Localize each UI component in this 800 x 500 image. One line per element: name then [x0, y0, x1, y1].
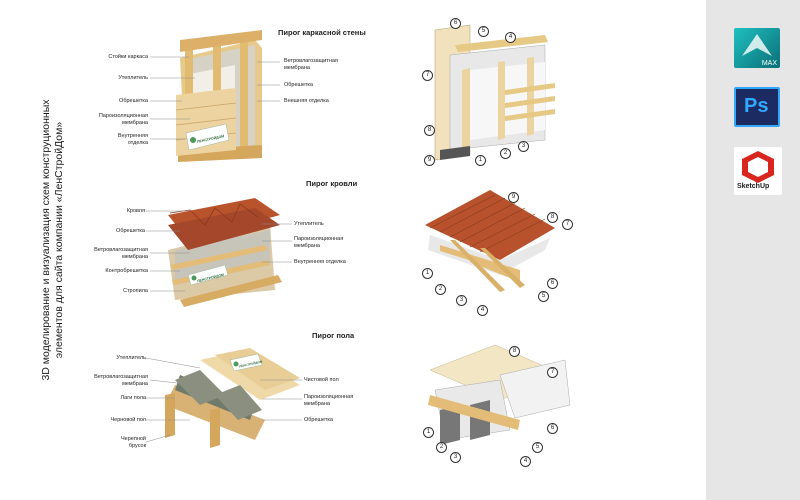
floor-callout-2: 2 [436, 442, 447, 453]
floor-label-battens: Обрешетка [304, 417, 333, 423]
roof-callout-6: 6 [547, 278, 558, 289]
wall-callout-2: 2 [500, 148, 511, 159]
sketchup-text: SketchUp [737, 183, 770, 190]
floor-label-insulation: Утеплитель [116, 355, 146, 361]
wall-label-exterior-finish: Внешняя отделка [284, 98, 329, 104]
wall-callout-9: 9 [424, 155, 435, 166]
floor-callout-5: 5 [532, 442, 543, 453]
roof-label-roofing: Кровля [126, 208, 145, 214]
roof-label-wind-membrane: Ветровлагозащитная мембрана [94, 247, 148, 260]
roof-section-title: Пирог кровли [306, 179, 358, 188]
wall-label-interior-finish: Внутренняя отделка [117, 133, 148, 146]
floor-callout-1: 1 [423, 427, 434, 438]
sketchup-logo: SketchUp [734, 147, 782, 195]
roof-callout-2: 2 [435, 284, 446, 295]
roof-callout-3: 3 [456, 295, 467, 306]
floor-label-finish-floor: Чистовой пол [304, 377, 339, 383]
wall-label-frame-posts: Стойки каркаса [108, 54, 148, 60]
floor-label-cranial-bar: Черепной брусок [121, 436, 146, 449]
photoshop-logo: Ps [734, 87, 780, 127]
roof-label-insulation: Утеплитель [294, 221, 324, 227]
floor-label-joists: Лаги пола [120, 395, 146, 401]
3ds-max-logo: MAX [734, 28, 780, 68]
wall-callout-5: 5 [478, 26, 489, 37]
floor-section-title: Пирог пола [312, 331, 355, 340]
wall-label-insulation: Утеплитель [118, 75, 148, 81]
wall-label-battens: Обрешетка [119, 98, 148, 104]
wall-callout-4: 4 [505, 32, 516, 43]
wall-numbered-drawing [434, 24, 555, 161]
roof-callout-5: 5 [538, 291, 549, 302]
wall-callout-3: 3 [518, 141, 529, 152]
floor-label-wind-membrane: Ветровлагозащитная мембрана [94, 374, 148, 387]
wall-callout-7: 7 [422, 70, 433, 81]
floor-callout-7: 7 [547, 367, 558, 378]
wall-callout-8: 8 [424, 125, 435, 136]
roof-callout-8: 8 [547, 212, 558, 223]
roof-numbered-drawing [425, 190, 555, 292]
roof-label-rafters: Стропила [123, 288, 148, 294]
3ds-max-icon [742, 34, 772, 56]
wall-label-wind-membrane: Ветровлагозащитная мембрана [284, 58, 338, 71]
floor-callout-4: 4 [520, 456, 531, 467]
wall-callout-1: 1 [475, 155, 486, 166]
wall-label-battens-ext: Обрешетка [284, 82, 313, 88]
roof-label-vapor-membrane: Пароизоляционная мембрана [294, 236, 344, 249]
photoshop-text: Ps [744, 95, 769, 117]
floor-callout-3: 3 [450, 452, 461, 463]
roof-callout-1: 1 [422, 268, 433, 279]
wall-section-title: Пирог каркасной стены [278, 28, 366, 37]
floor-label-subfloor: Черновой пол [110, 417, 146, 423]
roof-label-interior-finish: Внутренняя отделка [294, 259, 346, 265]
roof-callout-4: 4 [477, 305, 488, 316]
roof-callout-9: 9 [508, 192, 519, 203]
roof-3d-section [168, 198, 282, 307]
roof-callout-7: 7 [562, 219, 573, 230]
wall-3d-section [175, 30, 262, 162]
floor-3d-section [165, 348, 300, 448]
floor-callout-6: 6 [547, 423, 558, 434]
sidebar-title-line-2: элементов для сайта компании «ЛенСтройДо… [53, 121, 65, 359]
3ds-max-text: MAX [761, 60, 777, 67]
floor-callout-8: 8 [509, 346, 520, 357]
roof-label-battens: Обрешетка [116, 228, 145, 234]
wall-callout-6: 6 [450, 18, 461, 29]
roof-label-counter-battens: Контробрешетка [105, 268, 148, 274]
sketchup-icon [742, 151, 774, 183]
sidebar-title-line-1: 3D моделирование и визуализация схем кон… [40, 99, 52, 381]
sidebar [706, 0, 800, 500]
wall-label-vapor-membrane: Пароизоляционная мембрана [98, 113, 148, 126]
floor-label-vapor-membrane: Пароизоляционная мембрана [304, 394, 354, 407]
